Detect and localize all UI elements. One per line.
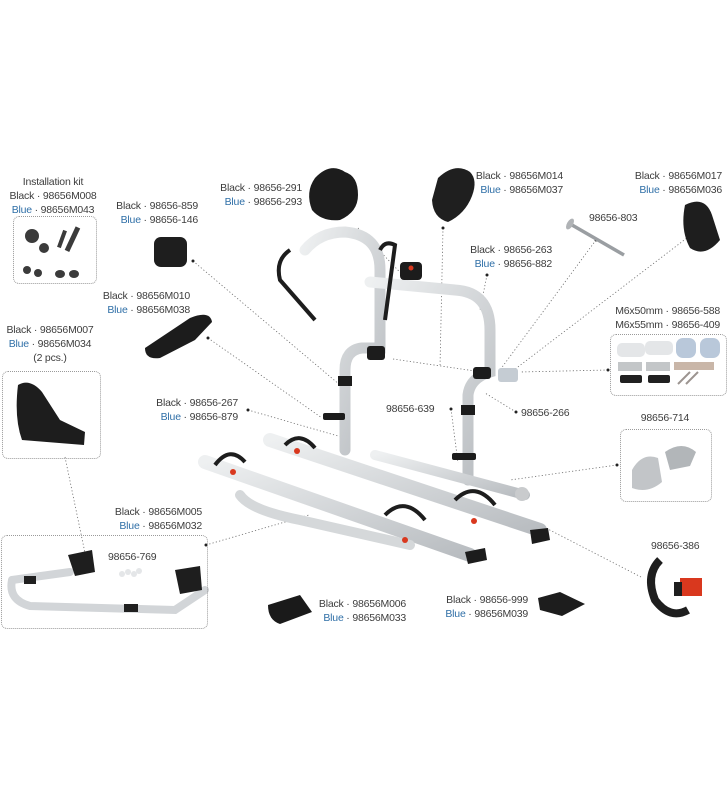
holder-icon bbox=[145, 314, 212, 359]
frame-box bbox=[1, 535, 208, 629]
frame-icon bbox=[7, 550, 209, 615]
label-holder: Black · 98656M010 Blue · 98656M038 bbox=[102, 290, 190, 316]
tube-end-icon bbox=[268, 595, 312, 624]
label-arm-joint: 98656-266 bbox=[521, 407, 570, 419]
label-strap: 98656-386 bbox=[651, 540, 700, 552]
star-knob-icon bbox=[309, 168, 358, 221]
label-mount-set: M6x50mm · 98656-588 M6x55mm · 98656-409 bbox=[615, 305, 720, 331]
label-wheel-chock: Black · 98656M007 Blue · 98656M034 (2 pc… bbox=[6, 324, 94, 364]
label-arm-clamp: Black · 98656-263 Blue · 98656-882 bbox=[470, 244, 552, 270]
sleeve-icon bbox=[154, 237, 187, 267]
label-end-caps: 98656-714 bbox=[640, 412, 690, 424]
mount-set-icon bbox=[617, 338, 720, 385]
label-rail-end: Black · 98656-999 Blue · 98656M039 bbox=[445, 594, 528, 620]
bolt-icon bbox=[566, 218, 625, 257]
label-star-knob: Black · 98656-291 Blue · 98656-293 bbox=[220, 182, 302, 208]
label-frame-caps: 98656-769 bbox=[108, 551, 157, 563]
label-rail: 98656-639 bbox=[386, 403, 435, 415]
wheel-chock-icon bbox=[16, 382, 86, 445]
label-foot-rest: Black · 98656-267 Blue · 98656-879 bbox=[156, 397, 238, 423]
label-bolt: 98656-803 bbox=[589, 212, 638, 224]
installation-kit-icon bbox=[23, 226, 81, 278]
strap-icon bbox=[647, 557, 702, 618]
label-frame: Black · 98656M005 Blue · 98656M032 bbox=[114, 506, 202, 532]
label-sleeve: Black · 98656-859 Blue · 98656-146 bbox=[116, 200, 198, 226]
label-tube-end: Black · 98656M006 Blue · 98656M033 bbox=[318, 598, 406, 624]
label-ratchet: Black · 98656M017 Blue · 98656M036 bbox=[634, 170, 722, 196]
lock-knob-icon bbox=[432, 168, 475, 222]
mount-set-box bbox=[610, 334, 727, 396]
wheel-chock-box bbox=[2, 371, 101, 459]
end-caps-box bbox=[620, 429, 712, 502]
label-lock-knob: Black · 98656M014 Blue · 98656M037 bbox=[475, 170, 563, 196]
ratchet-icon bbox=[683, 201, 720, 252]
label-installation-kit: Installation kit Black · 98656M008 Blue … bbox=[9, 176, 97, 216]
end-caps-icon bbox=[632, 446, 696, 490]
installation-kit-box bbox=[13, 216, 97, 284]
rail-end-icon bbox=[538, 592, 585, 616]
